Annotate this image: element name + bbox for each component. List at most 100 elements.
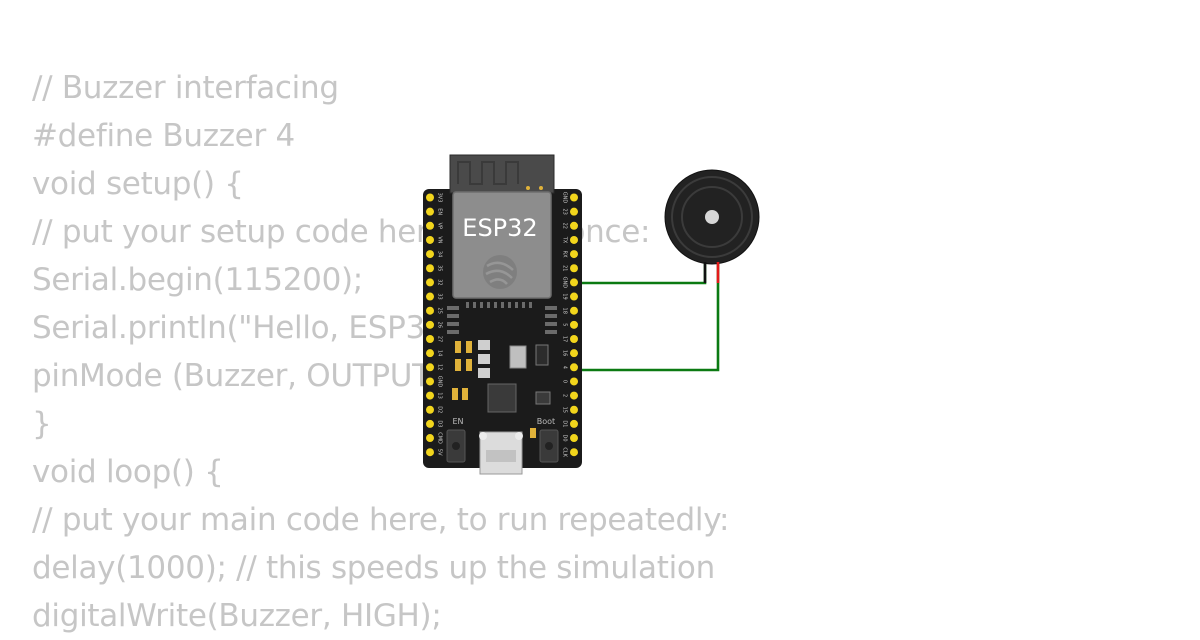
boot-button[interactable] [539,429,559,463]
pin-label: 5V [437,449,443,456]
header-pin[interactable] [570,292,578,301]
header-pin[interactable] [570,278,578,287]
esp32-board[interactable]: ESP32 [423,154,582,475]
header-pin[interactable] [570,207,578,216]
pin-label: VP [437,223,443,229]
pin-label: CLK [562,447,568,457]
pin-label: VN [437,236,443,243]
header-pin[interactable] [570,306,578,315]
pin-label: 32 [437,279,443,285]
wire-signal[interactable] [575,262,720,372]
pin-label: 23 [562,208,568,214]
pin-label: 2 [562,394,568,397]
wire-gnd[interactable] [575,262,707,285]
header-pin[interactable] [426,405,434,414]
code-line: } [32,406,52,442]
smd-components [452,340,551,438]
header-pin[interactable] [426,193,434,202]
header-pin[interactable] [426,221,434,230]
code-listing: // Buzzer interfacing #define Buzzer 4 voi… [32,64,729,640]
header-pin[interactable] [570,193,578,202]
code-line: Serial.begin(115200); [32,262,363,298]
pin-label: TX [562,236,568,244]
header-pin[interactable] [570,349,578,358]
header-pin[interactable] [426,235,434,244]
module-bottom-pads [466,302,532,308]
pin-label: EN [437,208,443,215]
header-pin[interactable] [570,377,578,386]
header-pin[interactable] [426,292,434,301]
header-pin[interactable] [570,405,578,414]
code-line: #define Buzzer 4 [32,118,295,154]
pin-label: 21 [562,265,568,271]
header-pin[interactable] [426,349,434,358]
header-pin[interactable] [426,320,434,329]
pin-label: 14 [437,350,443,356]
pin-label: 12 [437,364,443,370]
en-button-label: EN [452,417,463,426]
pin-label: 34 [437,251,443,257]
header-pin[interactable] [570,235,578,244]
header-pin[interactable] [570,448,578,457]
pin-label: 16 [562,350,568,356]
buzzer-hole [705,210,719,224]
header-pin[interactable] [426,250,434,259]
buzzer[interactable] [664,169,760,283]
pin-label: 3V3 [437,193,443,203]
pin-label: 27 [437,336,443,342]
header-pin[interactable] [426,278,434,287]
header-pin[interactable] [570,221,578,230]
header-pin[interactable] [426,363,434,372]
header-pin[interactable] [570,434,578,443]
pin-label: RX [562,251,568,258]
header-pin[interactable] [426,448,434,457]
pin-label: 18 [562,308,568,314]
pin-label: 22 [562,223,568,229]
header-pin[interactable] [570,250,578,259]
pin-label: 15 [562,407,568,413]
code-line: // Buzzer interfacing [32,70,339,106]
pin-label: 35 [437,265,443,271]
header-pin[interactable] [570,320,578,329]
pin-label: 5 [562,323,568,326]
pin-label: 26 [437,322,443,328]
boot-button-label: Boot [537,417,555,426]
header-pin[interactable] [570,419,578,428]
pin-label: CMD [437,432,443,444]
code-line: pinMode (Buzzer, OUTPUT); [32,358,453,394]
pin-label: D3 [437,420,443,427]
antenna [449,154,555,194]
antenna-trace-icon [457,161,519,185]
wires [575,262,720,372]
header-pin[interactable] [426,377,434,386]
header-pin[interactable] [426,335,434,343]
header-pin[interactable] [570,363,578,372]
header-pin[interactable] [426,419,434,428]
pin-label: 0 [562,380,568,383]
header-pin[interactable] [570,264,578,273]
pin-label: D0 [562,435,568,442]
espressif-logo-icon [483,255,517,289]
header-pin[interactable] [426,264,434,273]
pin-label: 19 [562,293,568,299]
module-pads [447,306,557,334]
usb-connector [479,431,523,475]
en-button[interactable] [446,429,466,463]
header-pin[interactable] [570,335,578,343]
header-pin[interactable] [426,306,434,315]
pin-label: 17 [562,336,568,342]
code-line: void setup() { [32,166,244,202]
pin-label: 4 [562,366,568,369]
header-pin[interactable] [426,207,434,216]
pin-header-left: 3V3ENVPVN343532332526271412GND13D2D3CMD5… [426,193,443,457]
pin-label: GND [562,277,568,289]
header-pin[interactable] [426,434,434,443]
code-line: // put your main code here, to run repea… [32,502,730,538]
chip-shield [452,191,552,299]
header-pin[interactable] [426,391,434,400]
pin-label: D2 [437,406,443,413]
header-pin[interactable] [570,391,578,400]
pin-label: GND [562,192,568,204]
